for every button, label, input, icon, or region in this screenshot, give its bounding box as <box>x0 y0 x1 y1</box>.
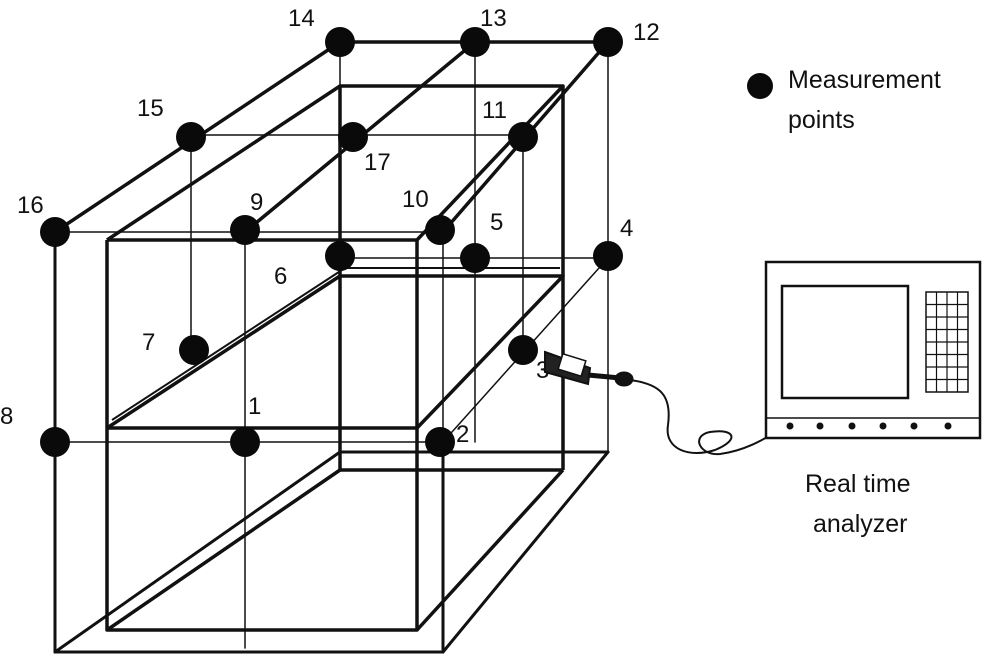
point-label-5: 5 <box>490 209 503 236</box>
measurement-point-12 <box>593 27 623 57</box>
measurement-point-1 <box>230 427 260 457</box>
analyzer-label: Real time analyzer <box>805 470 911 538</box>
point-label-8: 8 <box>0 403 13 430</box>
measurement-point-17 <box>338 122 368 152</box>
measurement-point-8 <box>40 427 70 457</box>
point-label-1: 1 <box>248 393 261 420</box>
measurement-point-4 <box>593 241 623 271</box>
point-label-14: 14 <box>288 5 315 32</box>
legend: Measurement points <box>747 66 941 134</box>
measurement-point-6 <box>325 241 355 271</box>
measurement-point-13 <box>460 27 490 57</box>
point-label-7: 7 <box>142 329 155 356</box>
measurement-point-3 <box>508 335 538 365</box>
measurement-point-7 <box>179 335 209 365</box>
filled-circle-icon <box>747 73 773 99</box>
point-label-2: 2 <box>456 421 469 448</box>
measurement-point-5 <box>460 243 490 273</box>
measurement-point-16 <box>40 217 70 247</box>
point-label-11: 11 <box>482 97 507 124</box>
measurement-point-10 <box>425 215 455 245</box>
real-time-analyzer <box>764 260 982 440</box>
analyzer-connectors <box>786 422 952 430</box>
analyzer-label-line1: Real time <box>805 470 911 498</box>
point-label-15: 15 <box>137 95 164 122</box>
point-label-12: 12 <box>633 19 660 46</box>
sensor-probe <box>544 350 821 456</box>
measurement-point-2 <box>425 427 455 457</box>
measurement-point-11 <box>508 122 538 152</box>
point-label-16: 16 <box>17 192 44 219</box>
point-label-13: 13 <box>480 5 507 32</box>
analyzer-screen <box>780 284 910 400</box>
measurement-point-9 <box>230 215 260 245</box>
measurement-points <box>40 27 623 457</box>
point-label-6: 6 <box>274 263 287 290</box>
point-labels: 1 2 3 4 5 6 7 8 9 10 11 12 13 14 15 16 1… <box>0 5 660 448</box>
legend-label-line2: points <box>788 106 855 134</box>
point-label-10: 10 <box>402 186 429 213</box>
analyzer-label-line2: analyzer <box>813 510 908 538</box>
measurement-point-14 <box>325 27 355 57</box>
analyzer-keypad-grid <box>926 292 968 392</box>
legend-label-line1: Measurement <box>788 66 941 94</box>
point-label-9: 9 <box>250 189 263 216</box>
measurement-point-15 <box>176 122 206 152</box>
point-label-4: 4 <box>620 215 633 242</box>
point-label-17: 17 <box>364 149 391 176</box>
inner-box <box>105 84 565 632</box>
